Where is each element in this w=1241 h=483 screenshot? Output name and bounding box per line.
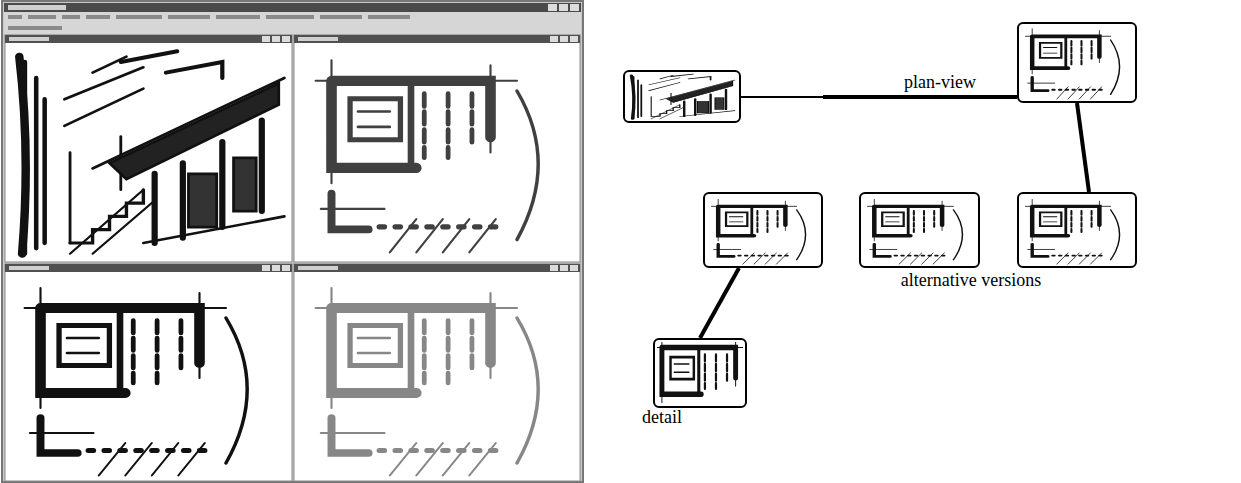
thumbnail-box [623, 70, 741, 123]
thumbnail-box [1017, 22, 1137, 103]
edge-label: plan-view [902, 72, 978, 94]
thumbnail-box [1017, 192, 1137, 268]
caption-label: detail [642, 407, 682, 429]
tree-connector [700, 268, 739, 338]
thumbnail-box [703, 192, 823, 268]
thumbnail-box [859, 192, 980, 268]
thumbnail-box: detail [653, 338, 747, 408]
tree-connector [1077, 103, 1089, 192]
tree-connector [980, 95, 1017, 99]
tree-connector [823, 95, 1017, 99]
tree-connector [741, 96, 1017, 98]
group-label: alternative versions [899, 270, 1043, 292]
